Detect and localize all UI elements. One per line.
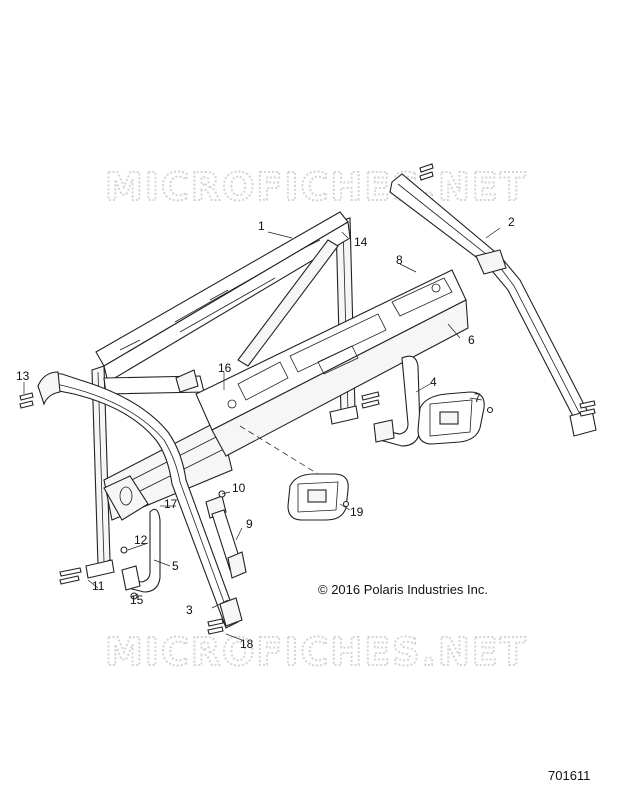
light-center-part [239, 425, 349, 521]
callout-6: 6 [468, 333, 475, 347]
watermark-bottom: MICROFICHES.NET [105, 630, 528, 674]
callout-9: 9 [246, 517, 253, 531]
callouts: 1 2 3 4 5 6 7 8 9 10 11 12 13 14 15 16 1… [16, 215, 515, 651]
fasteners [19, 163, 596, 635]
callout-1: 1 [258, 219, 265, 233]
callout-8: 8 [396, 253, 403, 267]
leader-lines [23, 227, 501, 641]
callout-17: 17 [164, 497, 178, 511]
watermark-top: MICROFICHES.NET [105, 165, 528, 209]
callout-13: 13 [16, 369, 30, 383]
callout-10: 10 [232, 481, 246, 495]
roll-bar-part [37, 371, 243, 629]
right-hoop-part [373, 355, 421, 447]
strap-part [205, 495, 247, 579]
copyright-text: © 2016 Polaris Industries Inc. [318, 582, 488, 597]
left-hoop-part [103, 475, 161, 593]
callout-7: 7 [474, 391, 481, 405]
callout-11: 11 [92, 579, 105, 593]
callout-12: 12 [134, 533, 148, 547]
light-right-part [417, 391, 485, 445]
callout-15: 15 [130, 593, 144, 607]
cross-panel-part [195, 269, 469, 457]
callout-3: 3 [186, 603, 193, 617]
callout-19: 19 [350, 505, 364, 519]
grab-rail-part [389, 173, 597, 437]
callout-4: 4 [430, 375, 437, 389]
part-number: 701611 [548, 768, 590, 783]
callout-14: 14 [354, 235, 368, 249]
callout-18: 18 [240, 637, 254, 651]
callout-16: 16 [218, 361, 232, 375]
callout-2: 2 [508, 215, 515, 229]
callout-5: 5 [172, 559, 179, 573]
